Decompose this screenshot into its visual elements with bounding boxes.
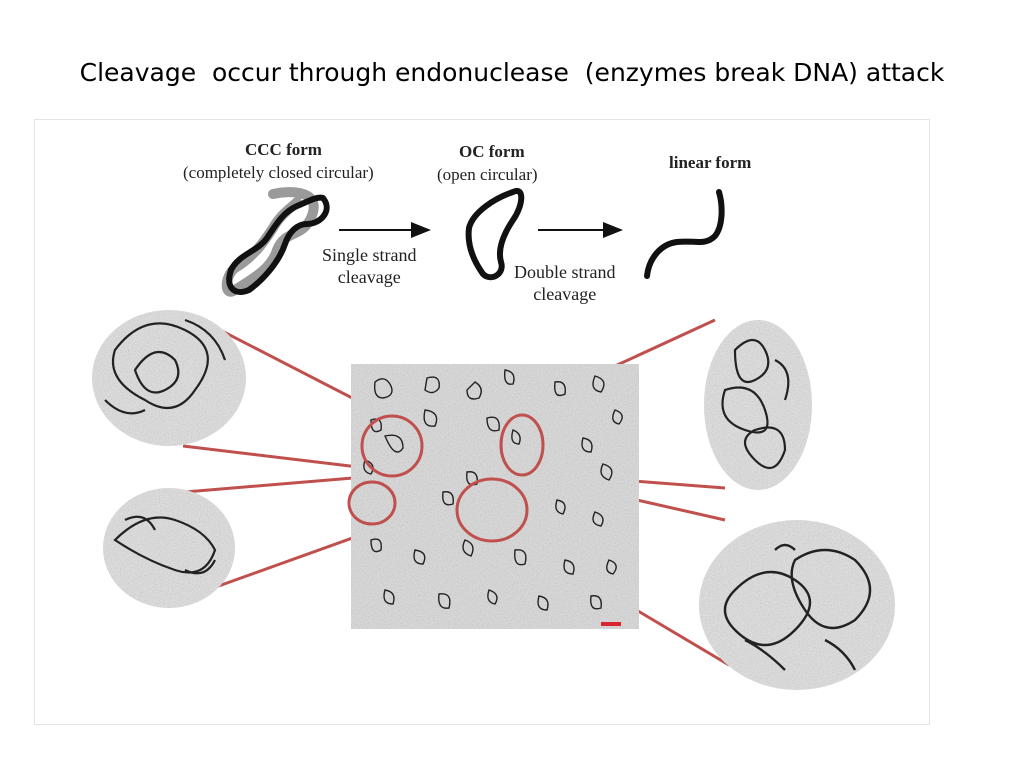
- oc-open-circular-dna: [465, 188, 525, 281]
- linear-form-label: linear form: [669, 153, 752, 172]
- scale-bar: [601, 622, 621, 626]
- single-strand-cleavage-label: Single strand cleavage: [322, 244, 417, 288]
- double-strand-line1: Double strand: [514, 262, 616, 282]
- zoom-inset-top-right: [704, 320, 812, 490]
- diagram-graphics: [92, 187, 895, 690]
- slide-title: Cleavage occur through endonuclease (enz…: [79, 58, 945, 87]
- ccc-supercoiled-dna: [221, 187, 330, 297]
- single-strand-line1: Single strand: [322, 245, 417, 265]
- zoom-inset-top-left: [92, 310, 246, 446]
- electron-micrograph: [351, 364, 639, 629]
- oc-form-label: OC form: [459, 142, 525, 161]
- single-strand-line2: cleavage: [337, 267, 401, 287]
- ccc-form-description: (completely closed circular): [183, 163, 374, 182]
- linear-dna: [644, 189, 725, 279]
- zoom-inset-bottom-left: [103, 488, 235, 608]
- double-strand-line2: cleavage: [533, 284, 597, 304]
- highlight-circles: [347, 413, 545, 543]
- double-strand-cleavage-label: Double strand cleavage: [514, 261, 615, 305]
- ccc-form-label: CCC form: [245, 140, 322, 159]
- zoom-inset-bottom-right: [699, 520, 895, 690]
- dna-cleavage-figure: CCC form (completely closed circular) OC…: [34, 119, 930, 725]
- oc-form-description: (open circular): [437, 165, 538, 184]
